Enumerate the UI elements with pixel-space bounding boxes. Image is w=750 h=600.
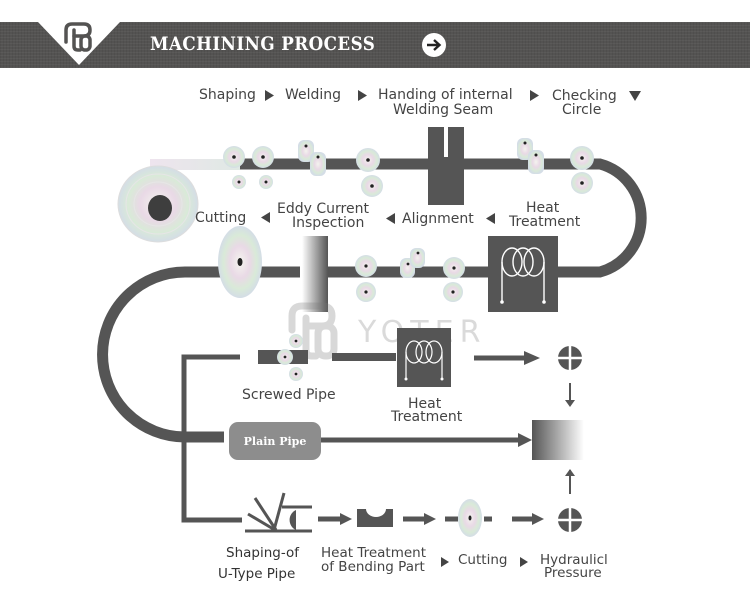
heat-treatment-coil-icon [488,236,558,312]
eddy-current-block [302,236,328,312]
step-shaping: Shaping [199,87,256,103]
bottom-cutting-disc-icon [458,499,482,537]
step-heat: Heat [526,200,560,216]
flow-arrows [321,351,575,494]
bending-part-icon [357,509,393,527]
steel-strip [150,159,240,170]
step-handing-internal: Handing of internal [378,87,513,103]
label-heat: Heat [408,396,442,412]
sizing-rollers [355,248,465,302]
finished-pipe-block [532,420,584,460]
plain-pipe-badge: Plain Pipe [229,422,321,460]
forming-rollers [223,138,594,197]
page-title: MACHINING PROCESS [150,33,376,55]
label-hydraulic: Hydraulicl [540,552,608,568]
label-heat-treatment-bend: Heat Treatment [321,545,427,561]
welding-seam-block [428,127,464,205]
u-type-shaping-icon [245,492,312,533]
screwed-pipe-icon [258,334,396,381]
label-shaping-of: Shaping-of [226,545,299,561]
step-cutting: Cutting [195,210,247,226]
step-eddy-current: Eddy Current [277,201,369,217]
label-pressure: Pressure [544,565,602,581]
branch-heat-treatment-icon [397,328,451,387]
yoter-watermark [288,302,338,360]
label-bottom-cutting: Cutting [458,552,508,568]
label-treatment: Treatment [391,409,463,425]
step-treatment: Treatment [509,214,581,230]
label-u-type-pipe: U-Type Pipe [218,566,296,582]
next-button[interactable] [422,33,446,57]
step-circle: Circle [562,102,602,118]
top-row-arrows [265,90,641,101]
step-checking: Checking [552,88,617,104]
steel-coil-icon [117,165,199,243]
inspection-gauge-icon-bottom [558,508,582,532]
label-of-bending-part: of Bending Part [321,559,425,575]
header-banner [0,22,750,68]
step-welding-seam: Welding Seam [393,102,494,118]
inspection-gauge-icon-top [558,346,582,370]
label-screwed-pipe: Screwed Pipe [242,387,336,403]
step-welding: Welding [285,87,342,103]
bottom-row-arrows [441,557,528,567]
arrow-right-icon [427,39,442,51]
cutting-saw-icon [218,226,262,298]
step-inspection: Inspection [292,215,365,231]
bottom-flow-arrows [318,513,544,525]
middle-row-arrows [261,212,495,224]
branch-lines [181,354,242,523]
step-alignment: Alignment [402,211,474,227]
